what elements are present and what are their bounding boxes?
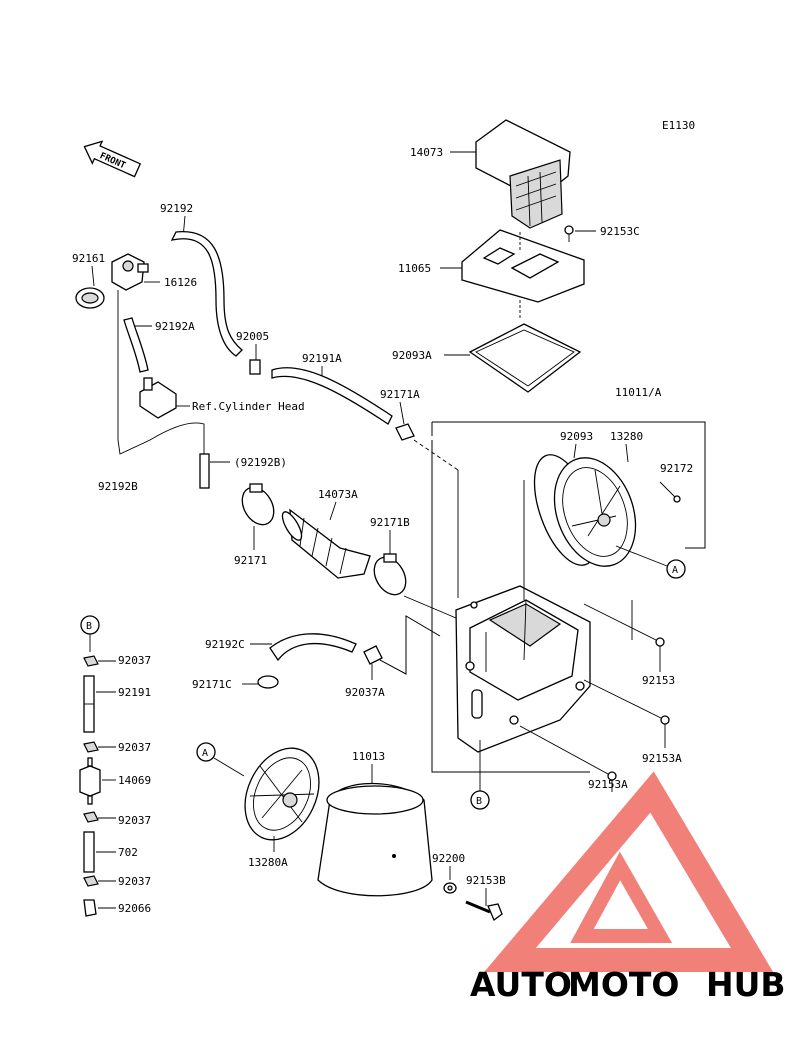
watermark-moto: MOTO	[568, 965, 679, 1004]
filter-14069	[79, 757, 101, 805]
left-part-5: 702	[118, 846, 138, 859]
callout-92192A: 92192A	[155, 320, 195, 333]
marker-B-left-label: B	[86, 621, 92, 632]
callout-13280: 13280	[610, 430, 643, 443]
filter-cover-11065	[461, 229, 585, 303]
screw-92172	[659, 481, 681, 503]
callout-92171B: 92171B	[370, 516, 410, 529]
hose-92192B-end	[199, 453, 210, 489]
front-arrow-icon: FRONT	[83, 140, 142, 178]
clamp-92171A	[395, 423, 415, 441]
callout-92153A-2: 92153A	[588, 778, 628, 791]
left-part-0: 92037	[118, 654, 151, 667]
callout-16126: 16126	[164, 276, 197, 289]
callout-13280A: 13280A	[248, 856, 288, 869]
callout-92192: 92192	[160, 202, 193, 215]
fitting-92005	[249, 359, 261, 375]
clamp-92037-3	[83, 811, 99, 823]
screw-92153C	[564, 225, 574, 242]
valve-16126	[111, 253, 149, 291]
clamp-92171B	[373, 553, 407, 596]
screw-92153	[655, 637, 665, 647]
clamp-92171	[241, 483, 275, 526]
callout-92172: 92172	[660, 462, 693, 475]
clamp-92037-4	[83, 875, 99, 887]
marker-A-left	[196, 742, 216, 762]
watermark-logo	[484, 771, 774, 972]
callout-92153A-1: 92153A	[642, 752, 682, 765]
left-part-6: 92037	[118, 875, 151, 888]
callout-92171A: 92171A	[380, 388, 420, 401]
fitting-ref	[139, 377, 177, 419]
intake-duct-14073A	[281, 508, 371, 579]
filter-frame-13280A	[244, 747, 320, 841]
marker-B-bottom-label: B	[476, 796, 482, 807]
callout-92161: 92161	[72, 252, 105, 265]
callout-14073: 14073	[410, 146, 443, 159]
plug-92066	[83, 899, 97, 917]
hose-92192C	[269, 633, 357, 662]
callout-92192C: 92192C	[205, 638, 245, 651]
clamp-92037A	[363, 645, 383, 665]
callout-92005: 92005	[236, 330, 269, 343]
callout-92171: 92171	[234, 554, 267, 567]
callout-92171C: 92171C	[192, 678, 232, 691]
callout-92093: 92093	[560, 430, 593, 443]
marker-A-right-label: A	[672, 565, 678, 576]
cap-92161	[75, 287, 105, 309]
washer-92200	[443, 882, 457, 894]
ref-cylinder-head: Ref.Cylinder Head	[192, 400, 305, 413]
air-box-housing	[455, 585, 591, 753]
callout-11011A: 11011/A	[615, 386, 662, 399]
clamp-92037-1	[83, 655, 99, 667]
gasket-92093A	[468, 323, 582, 393]
wing-bolt-92153B	[465, 900, 503, 922]
callout-92153B: 92153B	[466, 874, 506, 887]
callout-14073A: 14073A	[318, 488, 358, 501]
air-filter-11013	[317, 782, 433, 897]
callout-11013: 11013	[352, 750, 385, 763]
left-part-3: 14069	[118, 774, 151, 787]
callout-92037A: 92037A	[345, 686, 385, 699]
left-part-7: 92066	[118, 902, 151, 915]
marker-A-right	[666, 559, 686, 579]
callout-92153C: 92153C	[600, 225, 640, 238]
callout-11065: 11065	[398, 262, 431, 275]
hose-702	[83, 831, 95, 873]
hose-92192	[170, 231, 243, 357]
hose-92191A	[271, 367, 393, 425]
diagram-id: E1130	[662, 119, 695, 132]
callout-92200: 92200	[432, 852, 465, 865]
air-filter-element-14073	[475, 119, 571, 229]
callout-92192B-paren: (92192B)	[234, 456, 287, 469]
watermark-hub: HUB	[706, 965, 786, 1004]
callout-92191A: 92191A	[302, 352, 342, 365]
clamp-92171C	[257, 675, 279, 689]
watermark-auto: AUTO	[470, 965, 572, 1004]
callout-92093A: 92093A	[392, 349, 432, 362]
hose-92192A	[123, 317, 149, 373]
marker-A-left-label: A	[202, 748, 208, 759]
callout-92153: 92153	[642, 674, 675, 687]
clamp-92037-2	[83, 741, 99, 753]
screw-92153A-upper	[660, 715, 670, 725]
callout-92192B: 92192B	[98, 480, 138, 493]
left-part-1: 92191	[118, 686, 151, 699]
left-part-4: 92037	[118, 814, 151, 827]
housing-cover-13280	[553, 457, 637, 567]
left-part-2: 92037	[118, 741, 151, 754]
